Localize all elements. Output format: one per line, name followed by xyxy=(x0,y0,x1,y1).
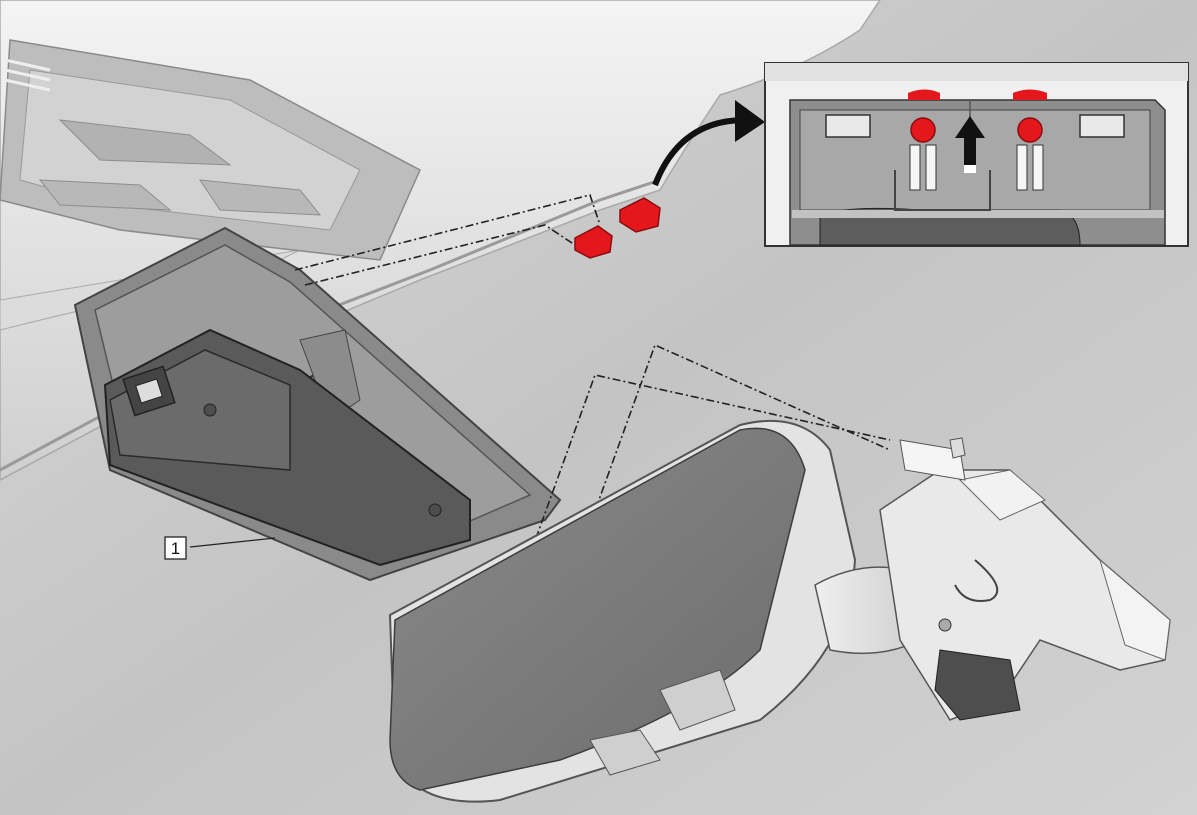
camera-module xyxy=(103,328,471,567)
detail-inset xyxy=(764,62,1189,247)
callout-1-label: 1 xyxy=(171,539,180,558)
overhead-console xyxy=(0,39,421,261)
curved-arrow-icon xyxy=(652,100,765,187)
up-arrow-icon xyxy=(955,116,985,173)
mirror-mount xyxy=(814,437,1171,721)
rearview-mirror xyxy=(388,419,857,803)
inset-retaining-clips xyxy=(908,89,1047,191)
callout-1: 1 xyxy=(164,536,276,560)
retaining-clips xyxy=(574,197,661,259)
